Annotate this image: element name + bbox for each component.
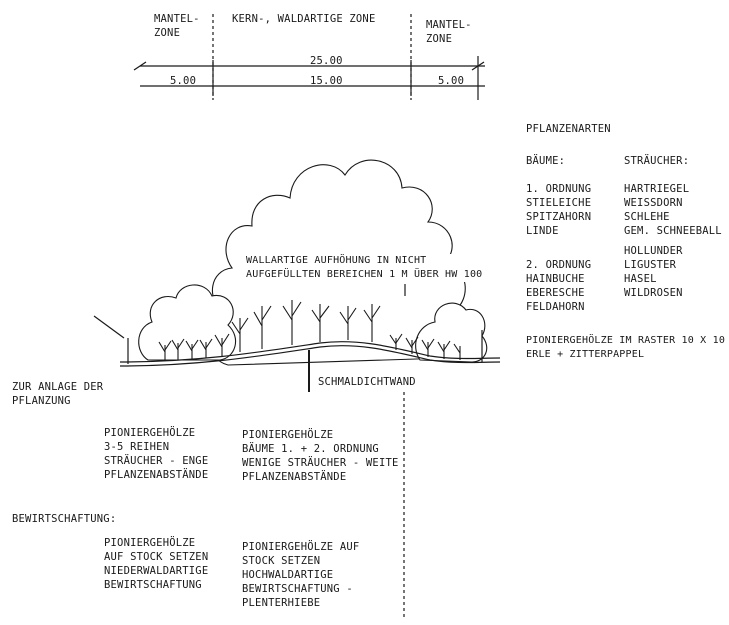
tree-item: FELDAHORN <box>526 301 585 313</box>
tree-item: HAINBUCHE <box>526 273 585 285</box>
pioneer-note: PIONIERGEHÖLZE IM RASTER 10 x 10 m ERLE … <box>526 335 726 360</box>
cutoff-wall-label: SCHMALDICHTWAND <box>318 376 416 388</box>
zone-label-left-mantle: MANTEL- ZONE <box>154 13 200 39</box>
dimension-tick <box>133 61 147 71</box>
trees-heading: BÄUME: <box>526 155 566 167</box>
terrain-profile <box>119 345 501 367</box>
trees-first-order-heading: 1. ORDNUNG <box>526 183 592 195</box>
shrub-row <box>158 300 461 360</box>
dimension-right: 5.00 <box>438 75 465 87</box>
tree-item: LINDE <box>526 225 559 237</box>
dimension-total: 25.00 <box>310 55 343 67</box>
shrub-item: HASEL <box>624 273 657 285</box>
terrain-profile <box>119 341 501 363</box>
dimension-tick <box>471 61 485 71</box>
planting-core-text: PIONIERGEHÖLZE BÄUME 1. + 2. ORDNUNG WEN… <box>242 429 399 483</box>
shrub-item: HARTRIEGEL <box>624 183 690 195</box>
dimension-left: 5.00 <box>170 75 197 87</box>
species-heading: PFLANZENARTEN <box>526 123 611 135</box>
zone-label-core: KERN-, WALDARTIGE ZONE <box>232 13 376 25</box>
leader-line <box>93 315 125 339</box>
management-core-text: PIONIERGEHÖLZE AUF STOCK SETZEN HOCHWALD… <box>242 541 360 609</box>
shrub-item: WILDROSEN <box>624 287 683 299</box>
management-mantle-text: PIONIERGEHÖLZE AUF STOCK SETZEN NIEDERWA… <box>104 537 209 591</box>
planting-heading: ZUR ANLAGE DER PFLANZUNG <box>12 381 104 407</box>
shrub-item: HOLLUNDER <box>624 245 683 257</box>
shrub-item: LIGUSTER <box>624 259 677 271</box>
shrubs-heading: STRÄUCHER: <box>624 155 690 167</box>
tree-item: STIELEICHE <box>526 197 592 209</box>
embankment-note: WALLARTIGE AUFHÖHUNG IN NICHT AUFGEFÜLLT… <box>246 254 483 282</box>
tree-item: EBERESCHE <box>526 287 585 299</box>
shrub-item: WEISSDORN <box>624 197 683 209</box>
zone-label-right-mantle: MANTEL- ZONE <box>426 19 472 45</box>
dimension-middle: 15.00 <box>310 75 343 87</box>
planting-mantle-text: PIONIERGEHÖLZE 3-5 REIHEN STRÄUCHER - EN… <box>104 427 209 481</box>
management-heading: BEWIRTSCHAFTUNG: <box>12 513 117 525</box>
shrub-item: SCHLEHE <box>624 211 670 223</box>
tree-item: SPITZAHORN <box>526 211 592 223</box>
trees-second-order-heading: 2. ORDNUNG <box>526 259 592 271</box>
shrub-item: GEM. SCHNEEBALL <box>624 225 722 237</box>
